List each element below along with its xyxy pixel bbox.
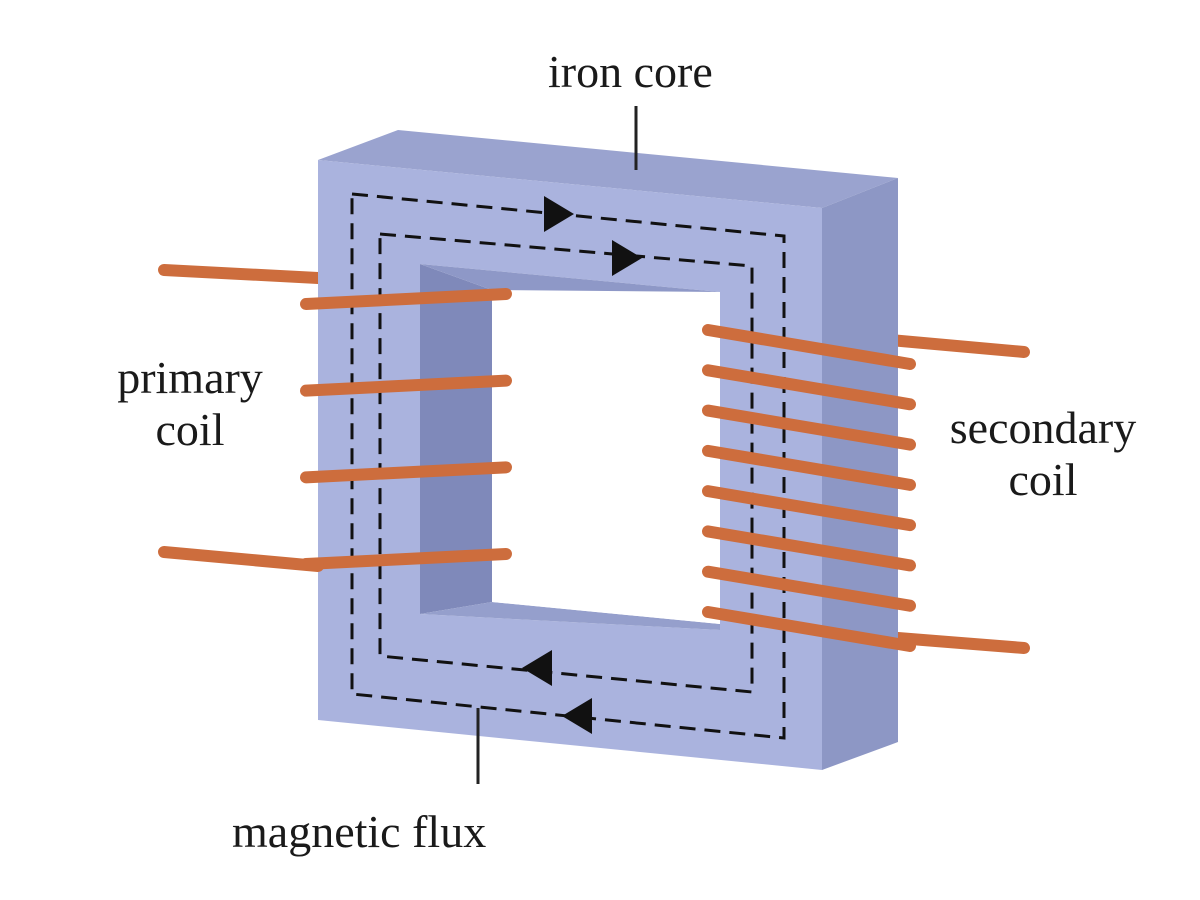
secondary-coil-turn [702,606,916,652]
primary-coil-turn [300,461,512,484]
primary-coil-label-line2: coil [155,404,225,455]
secondary-coil-lead-top [884,334,1030,358]
window-inner-bottom [420,602,720,630]
flux-arrow-top-outer [544,196,574,232]
secondary-coil-label-line2: coil [1008,454,1078,505]
flux-path-outer [350,192,786,740]
flux-arrows [522,196,642,734]
primary-coil-turn [300,288,512,310]
window-opening [492,290,720,624]
secondary-coil-turn [702,565,916,612]
secondary-coil-lead-bottom [892,632,1030,654]
primary-coil [158,288,512,572]
secondary-coil-turn [702,525,916,572]
flux-arrow-top-inner [612,240,642,276]
primary-coil-lead-bottom [158,546,324,572]
magnetic-flux-paths [350,192,786,740]
primary-coil-lead-top [158,264,324,284]
primary-coil-label-line1: primary [117,352,263,403]
magnetic-flux-label: magnetic flux [232,806,487,857]
primary-coil-turn [300,374,512,397]
iron-core [318,130,898,770]
flux-arrow-bottom-outer [562,698,592,734]
secondary-coil-label-line1: secondary [949,402,1137,453]
window-inner-top [420,264,720,292]
primary-coil-label: primary coil [100,352,280,456]
secondary-coil-turn [702,485,916,532]
window-inner-left [420,264,492,614]
secondary-coil-label: secondary coil [928,402,1158,506]
iron-core-front-face [318,160,822,770]
secondary-coil [702,324,916,652]
secondary-coil-turn [702,404,916,451]
iron-core-top-face [318,130,898,208]
flux-path-inner [378,232,754,694]
leader-lines [476,106,638,784]
primary-coil-turn [300,548,512,570]
iron-core-label: iron core [548,46,713,97]
secondary-coil-turn [702,364,916,411]
flux-arrow-bottom-inner [522,650,552,686]
primary-coil-back [158,264,324,284]
secondary-coil-turn [702,444,916,491]
secondary-coil-back [884,334,1030,654]
secondary-coil-turn [702,324,916,370]
